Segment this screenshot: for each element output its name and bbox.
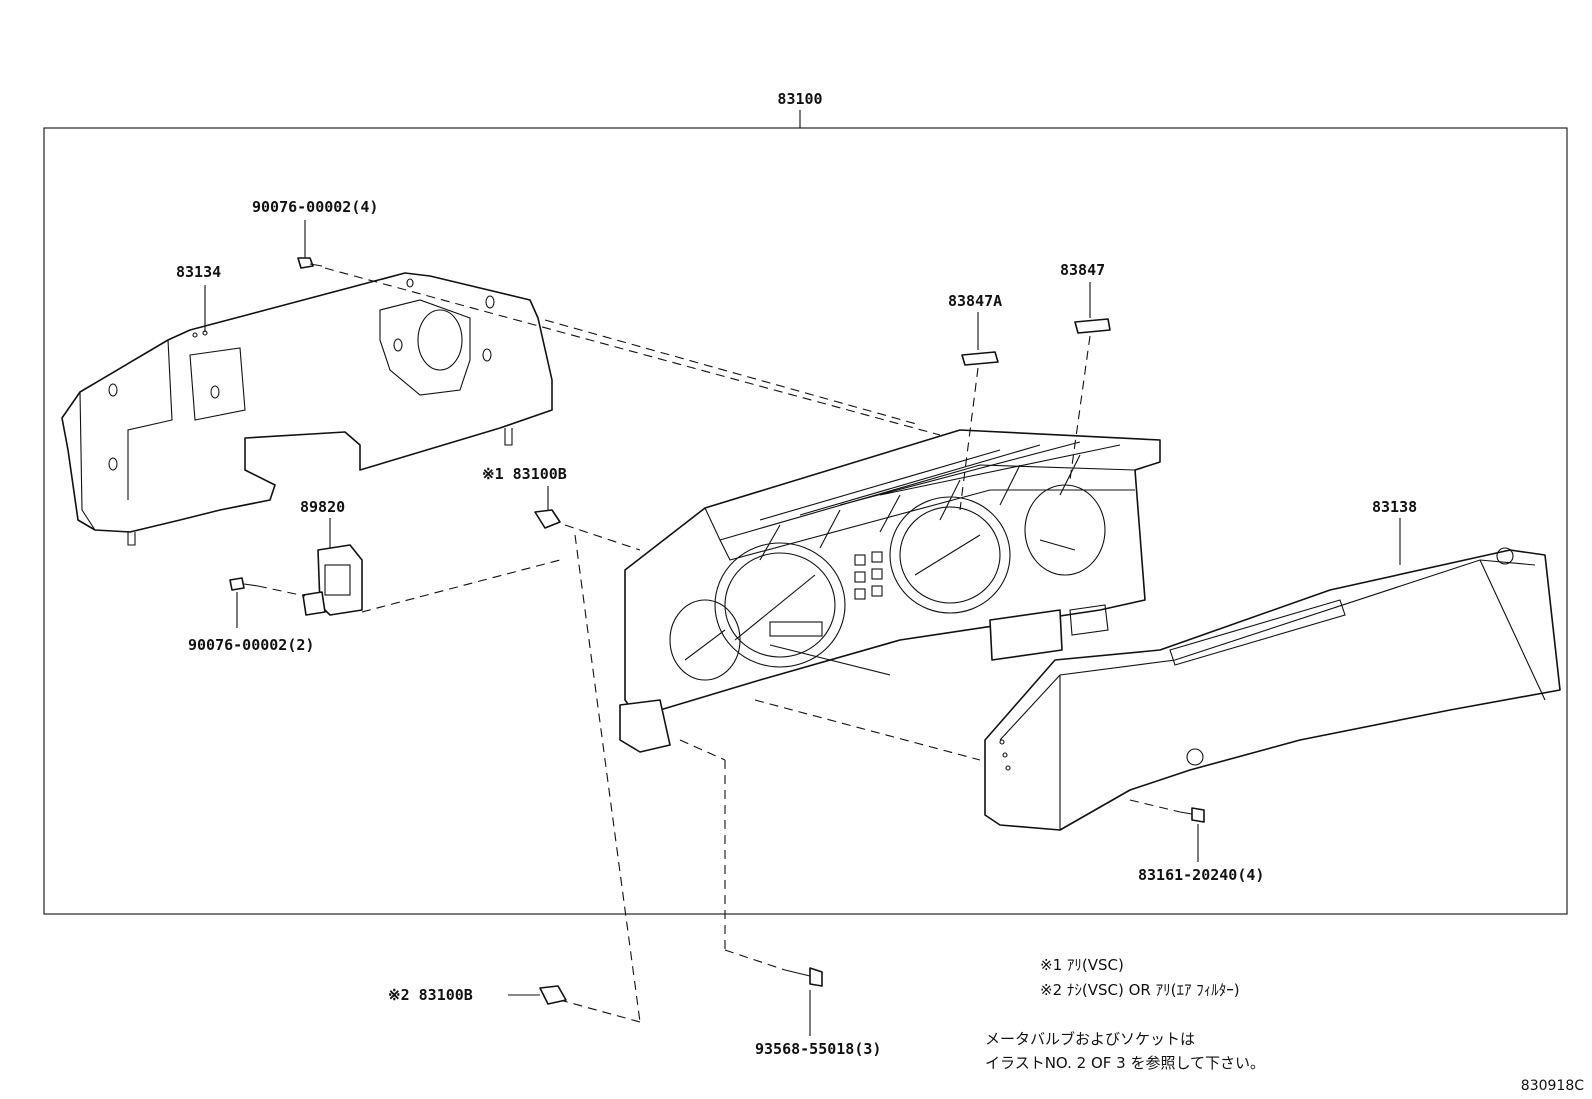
assembly-frame	[43, 110, 1568, 915]
bulb-socket-83100b-lower	[539, 985, 567, 1005]
assembly-label: 83100	[777, 90, 822, 108]
lens-83847	[1074, 318, 1111, 334]
label-83100b-2: ※2 83100B	[388, 986, 473, 1004]
bolt-93568	[784, 967, 823, 987]
note-jp-line2: イラストNO. 2 OF 3 を参照して下さい。	[985, 1054, 1265, 1072]
label-90076-top: 90076-00002(4)	[252, 198, 378, 216]
note-jp-line1: メータバルブおよびソケットは	[985, 1030, 1195, 1048]
meter-glass-83138	[984, 547, 1561, 831]
label-83161: 83161-20240(4)	[1138, 866, 1264, 884]
label-83847: 83847	[1060, 261, 1105, 279]
note-2: ※2 ﾅｼ(VSC) OR ｱﾘ(ｴｱ ﾌｨﾙﾀｰ)	[1040, 981, 1240, 999]
screw-90076-top	[297, 257, 323, 269]
label-93568: 93568-55018(3)	[755, 1040, 881, 1058]
label-83134: 83134	[176, 263, 221, 281]
label-83138: 83138	[1372, 498, 1417, 516]
figure-code: 830918C	[1521, 1078, 1584, 1094]
label-83847a: 83847A	[948, 292, 1002, 310]
bulb-socket-83100b-upper	[534, 509, 561, 529]
screw-83161	[1179, 807, 1205, 823]
label-90076-left: 90076-00002(2)	[188, 636, 314, 654]
screw-90076-left	[229, 577, 259, 591]
back-cover-83134	[61, 272, 553, 546]
note-1: ※1 ｱﾘ(VSC)	[1040, 956, 1124, 974]
lens-83847a	[961, 351, 999, 366]
label-89820: 89820	[300, 498, 345, 516]
combination-meter-body	[619, 429, 1161, 753]
connector-89820	[302, 544, 363, 616]
label-83100b-1: ※1 83100B	[482, 465, 567, 483]
